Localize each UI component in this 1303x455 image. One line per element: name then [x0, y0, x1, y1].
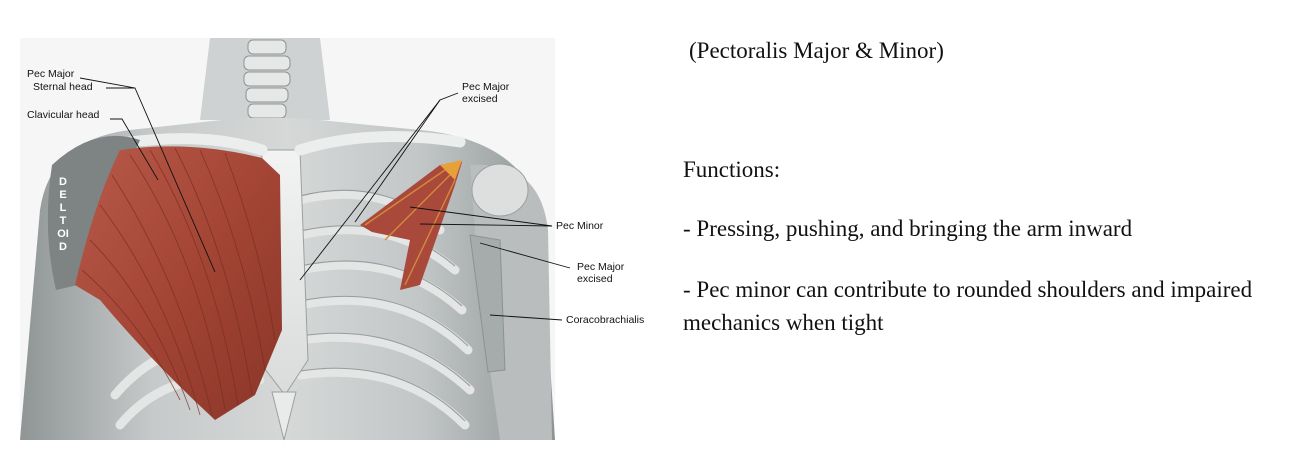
pec-minor-tendon	[440, 160, 462, 180]
pec-major-fibers	[81, 147, 276, 416]
torso-illustration	[20, 38, 571, 441]
subtitle: (Pectoralis Major & Minor)	[689, 38, 944, 63]
cervical-spine	[243, 39, 291, 119]
label-pec-minor: Pec Minor	[556, 220, 604, 232]
pec-major-muscle	[75, 146, 282, 420]
xiphoid	[271, 391, 297, 441]
label-pec-major-excised-top: Pec Major excised	[462, 81, 510, 105]
bullet-item: - Pec minor can contribute to rounded sh…	[683, 277, 1253, 335]
label-deltoid: DELTOID	[57, 176, 69, 253]
label-sternal-head: Sternal head	[33, 81, 93, 93]
label-pec-major: Pec Major	[27, 68, 75, 80]
label-pec-major-excised-bottom: Pec Major excised	[577, 261, 625, 285]
right-clavicle	[294, 131, 466, 156]
label-clavicular-head: Clavicular head	[27, 109, 100, 121]
label-coracobrachialis: Coracobrachialis	[566, 314, 645, 326]
pec-minor-muscle	[360, 162, 462, 290]
coracobrachialis-muscle	[469, 234, 506, 373]
functions-heading: Functions:	[683, 157, 781, 182]
bullet-item: - Pressing, pushing, and bringing the ar…	[683, 216, 1133, 241]
text-panel: (Pectoralis Major & Minor) Functions: - …	[683, 0, 1293, 455]
leader-lines	[79, 77, 571, 321]
anatomy-figure: Pec Major Sternal head Clavicular head P…	[20, 38, 645, 441]
pec-minor-fibers	[364, 169, 456, 286]
humerus-head	[471, 163, 529, 217]
